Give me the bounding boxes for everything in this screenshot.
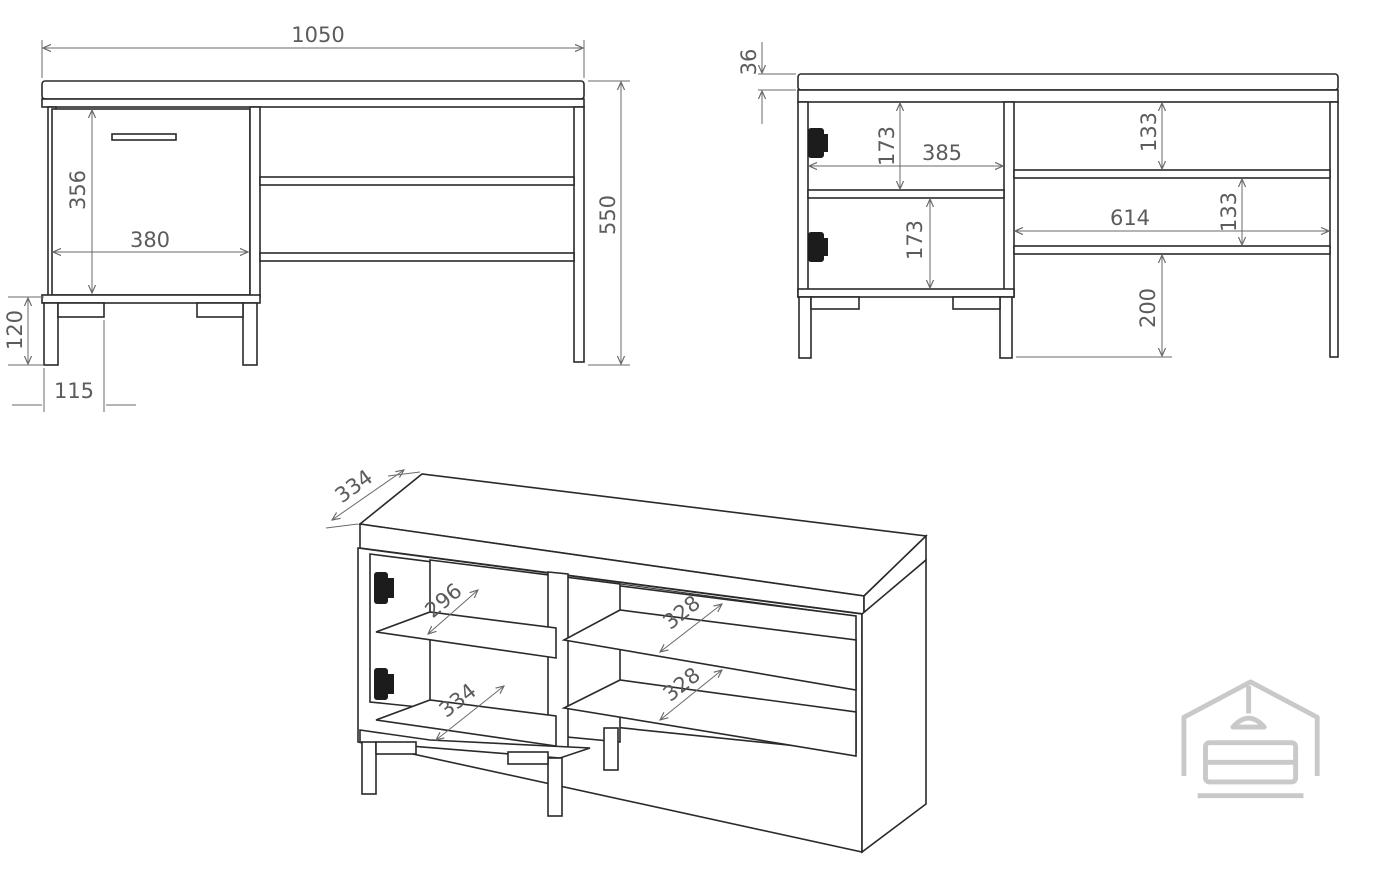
dim-shelf-spacing-top: 133 <box>1137 112 1161 152</box>
dim-leg-height: 120 <box>3 310 27 350</box>
hinge-icon <box>808 232 828 262</box>
dim-floor-clearance: 200 <box>1136 288 1160 328</box>
dim-front-height: 550 <box>596 195 620 235</box>
dim-depth: 334 <box>331 465 378 508</box>
dim-leg-offset: 115 <box>54 379 94 403</box>
hinge-icon <box>374 572 394 604</box>
open-front-view: 36 385 173 173 133 133 614 200 <box>737 42 1339 359</box>
house-sofa-logo-icon <box>1184 682 1317 796</box>
dim-door-height-top: 173 <box>875 126 899 166</box>
hinge-icon <box>374 668 394 700</box>
dim-top-thickness: 36 <box>737 49 761 76</box>
dim-front-width: 1050 <box>291 23 344 47</box>
dim-inner-width-left: 385 <box>922 141 962 165</box>
dim-shelf-spacing-middle: 133 <box>1217 192 1241 232</box>
dim-inner-width-right: 614 <box>1110 206 1150 230</box>
hinge-icon <box>808 128 828 158</box>
dim-drawer-width: 380 <box>130 228 170 252</box>
dim-drawer-height: 356 <box>66 170 90 210</box>
dim-door-height-bottom: 173 <box>903 220 927 260</box>
front-view: 1050 550 356 380 120 115 <box>3 23 630 412</box>
isometric-view: 334 296 334 328 328 <box>325 465 928 854</box>
